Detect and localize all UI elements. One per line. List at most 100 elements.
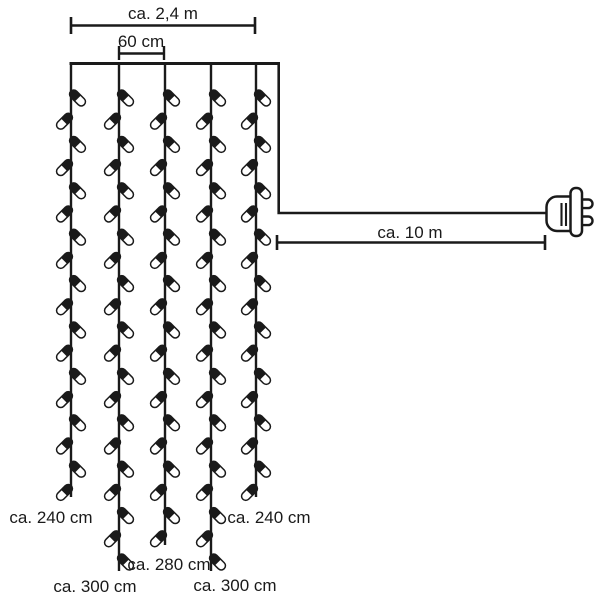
strand-2	[103, 62, 135, 571]
bulb-socket	[163, 461, 175, 473]
light-bulb-icon	[103, 298, 122, 316]
bulb-socket	[155, 391, 167, 403]
bulb-socket	[163, 275, 175, 287]
light-bulb-icon	[55, 158, 74, 177]
light-bulb-icon	[103, 483, 122, 502]
light-bulb-icon	[253, 460, 272, 478]
light-bulb-icon	[68, 89, 87, 107]
light-bulb-icon	[55, 205, 74, 223]
light-bulb-icon	[240, 298, 259, 316]
light-bulb-icon	[116, 274, 135, 293]
bulb-socket	[117, 275, 129, 287]
strand-4-length-label: ca. 300 cm	[193, 576, 276, 595]
strand-spacing-dimension: 60 cm	[117, 32, 166, 60]
light-bulb-icon	[116, 506, 135, 525]
bulb-socket	[246, 252, 258, 264]
bulb-socket	[246, 159, 258, 171]
bulb-socket	[163, 368, 175, 380]
light-bulb-icon	[253, 135, 272, 154]
light-bulb-icon	[116, 367, 135, 386]
bulb-socket	[69, 182, 81, 195]
bulb-strands	[55, 62, 272, 571]
bulb-socket	[201, 252, 213, 264]
light-bulb-icon	[162, 228, 181, 246]
lead-cable-wire	[277, 63, 546, 215]
bulb-socket	[117, 554, 129, 566]
light-bulb-icon	[253, 182, 272, 200]
bulb-socket	[69, 275, 81, 287]
light-bulb-icon	[68, 274, 87, 293]
light-bulb-icon	[240, 390, 259, 409]
light-bulb-icon	[149, 390, 168, 409]
bulb-socket	[69, 229, 81, 241]
bulb-socket	[209, 368, 221, 380]
light-bulb-icon	[116, 414, 135, 432]
light-bulb-icon	[208, 228, 227, 246]
bulb-socket	[246, 206, 258, 218]
light-bulb-icon	[195, 390, 214, 409]
bulb-socket	[254, 90, 266, 102]
light-bulb-icon	[240, 112, 259, 130]
bulb-socket	[109, 438, 121, 450]
bulb-socket	[69, 322, 81, 334]
light-bulb-icon	[240, 344, 259, 362]
bulb-socket	[163, 322, 175, 334]
light-bulb-icon	[103, 205, 122, 223]
light-bulb-icon	[240, 158, 259, 177]
total-width-dimension: ca. 2,4 m	[69, 4, 257, 34]
bulb-socket	[61, 345, 73, 357]
light-bulb-icon	[208, 89, 227, 107]
light-bulb-icon	[55, 112, 74, 130]
bulb-socket	[61, 252, 73, 264]
light-bulb-icon	[162, 414, 181, 432]
bulb-socket	[254, 136, 266, 148]
bulb-socket	[109, 530, 121, 543]
bulb-socket	[69, 414, 81, 427]
light-bulb-icon	[103, 158, 122, 177]
light-bulb-icon	[162, 89, 181, 107]
light-bulb-icon	[103, 530, 122, 548]
light-bulb-icon	[240, 251, 259, 270]
bulb-socket	[155, 484, 167, 496]
light-bulb-icon	[208, 506, 227, 525]
strand-1-length-label: ca. 240 cm	[9, 508, 92, 527]
bulb-socket	[209, 90, 221, 102]
bulb-socket	[254, 368, 266, 380]
light-bulb-icon	[208, 460, 227, 478]
light-bulb-icon	[195, 251, 214, 270]
light-bulb-icon	[116, 553, 135, 571]
light-bulb-icon	[68, 460, 87, 478]
light-bulb-icon	[195, 344, 214, 362]
light-bulb-icon	[195, 298, 214, 316]
light-bulb-icon	[55, 483, 74, 502]
bulb-socket	[69, 90, 81, 102]
light-bulb-icon	[116, 182, 135, 200]
light-bulb-icon	[149, 298, 168, 316]
light-bulb-icon	[253, 321, 272, 339]
light-bulb-icon	[240, 437, 259, 455]
bulb-socket	[61, 113, 73, 125]
bulb-socket	[246, 345, 258, 357]
bulb-socket	[117, 368, 129, 380]
bulb-socket	[201, 298, 213, 311]
bulb-socket	[163, 414, 175, 427]
bulb-socket	[209, 507, 221, 519]
light-bulb-icon	[103, 390, 122, 409]
strand-5-length-label: ca. 240 cm	[227, 508, 310, 527]
plug-body	[545, 195, 574, 233]
bulb-socket	[155, 159, 167, 171]
bulb-socket	[209, 275, 221, 287]
bulb-socket	[117, 229, 129, 241]
bulb-socket	[201, 530, 213, 543]
bulb-socket	[155, 345, 167, 357]
bulb-socket	[109, 391, 121, 403]
total-width-label: ca. 2,4 m	[128, 4, 198, 23]
bulb-socket	[209, 322, 221, 334]
bulb-socket	[209, 414, 221, 427]
light-bulb-icon	[195, 112, 214, 130]
light-bulb-icon	[162, 460, 181, 478]
light-bulb-icon	[208, 182, 227, 200]
light-bulb-icon	[195, 530, 214, 548]
light-bulb-icon	[149, 530, 168, 548]
light-bulb-icon	[116, 460, 135, 478]
